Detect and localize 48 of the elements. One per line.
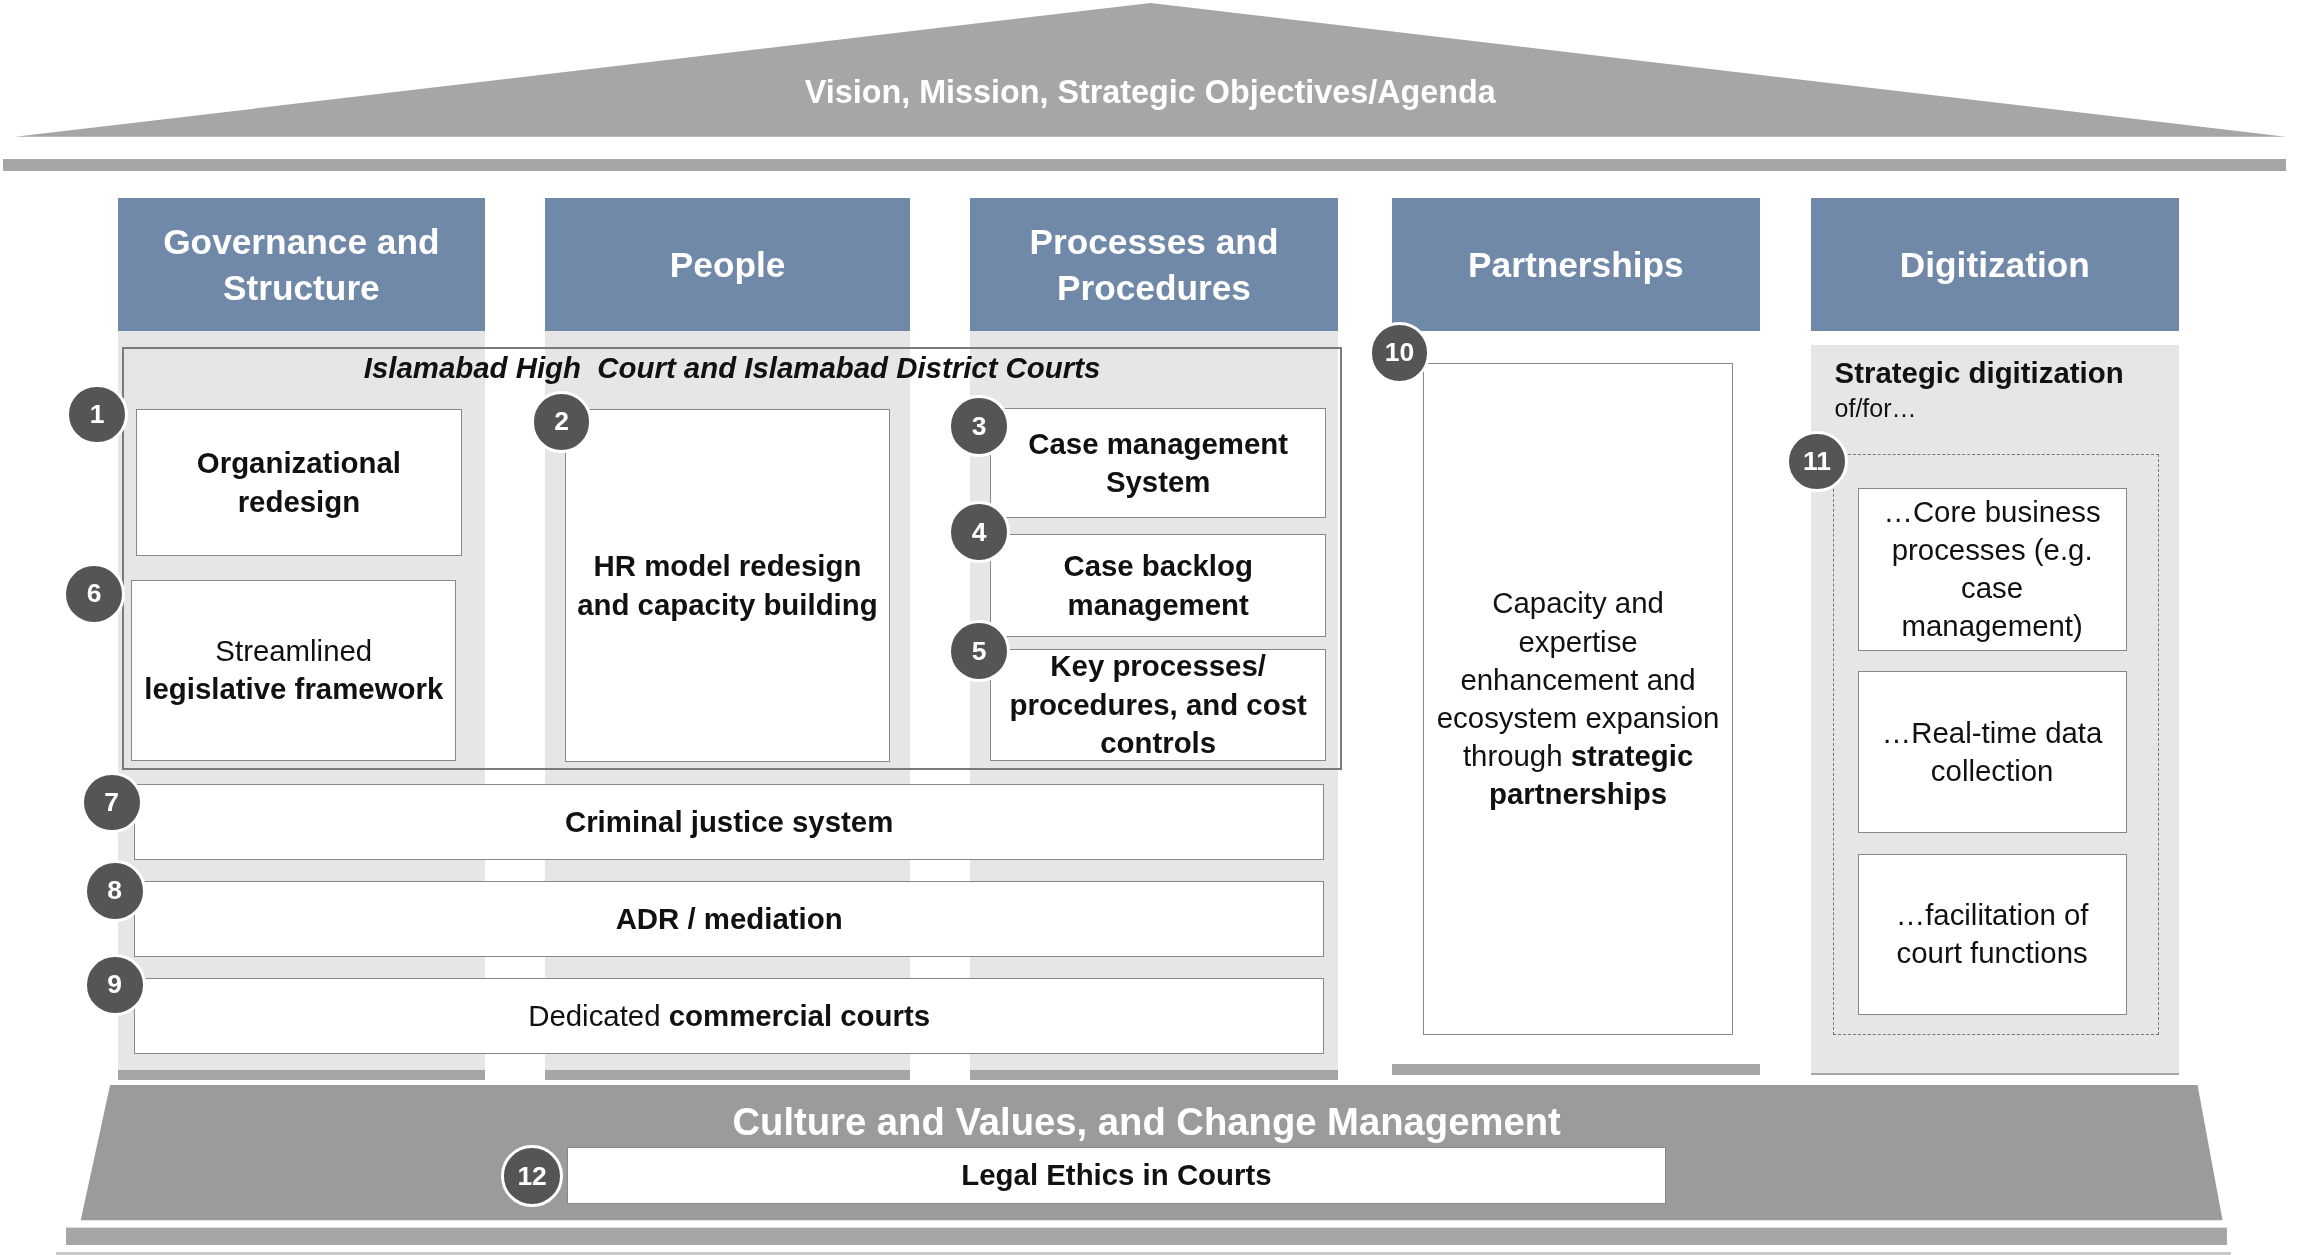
content-box — [1857, 671, 2127, 833]
box-label: Organizational redesign — [195, 445, 402, 520]
content-box — [1857, 487, 2127, 651]
box-label: Case backlog management — [1062, 548, 1254, 623]
callout-number: 6 — [63, 563, 125, 625]
court-group-frame — [122, 346, 1343, 771]
box-label: …facilitation of court functions — [1894, 897, 2090, 972]
content-box — [133, 977, 1325, 1054]
content-box — [135, 409, 463, 557]
content-box — [989, 407, 1327, 518]
callout-number: 3 — [948, 395, 1010, 458]
box-label: Criminal justice system — [564, 803, 894, 840]
content-box — [1423, 363, 1734, 1035]
foundation-title: Culture and Values, and Change Management — [732, 1098, 1561, 1145]
box-label: Legal Ethics in Courts — [961, 1157, 1272, 1194]
content-box — [133, 880, 1325, 957]
pillar-header — [1811, 198, 2179, 331]
content-box — [567, 1146, 1666, 1204]
panel-subheading: of/for… — [1834, 393, 1917, 425]
pillar-header — [545, 198, 910, 331]
pillar-header — [1392, 198, 1760, 331]
box-label: …Real-time data collection — [1880, 714, 2104, 790]
box-label: Dedicated commercial courts — [528, 997, 931, 1034]
content-box — [131, 579, 457, 761]
box-label: Capacity and expertise enhancement and ecosystem expansion through strategic partnerships — [1435, 585, 1721, 813]
content-box — [133, 783, 1325, 860]
dashed-group-box — [1833, 454, 2160, 1035]
box-label: ADR / mediation — [615, 900, 843, 937]
roof-title: Vision, Mission, Strategic Objectives/Agenda — [804, 72, 1496, 112]
pillar-header — [117, 198, 486, 331]
pillar-title: Processes and Procedures — [1028, 220, 1280, 309]
box-label: Case management System — [1027, 425, 1289, 500]
callout-number: 11 — [1786, 430, 1848, 493]
content-box — [1857, 853, 2127, 1016]
box-label: HR model redesign and capacity building — [576, 548, 879, 623]
box-label: Streamlined legislative framework — [143, 632, 445, 708]
panel-heading: Strategic digitization — [1834, 355, 2124, 392]
pillar-title: Partnerships — [1468, 243, 1684, 286]
pillar-title: Governance and Structure — [162, 220, 441, 309]
callout-number: 4 — [948, 501, 1010, 563]
group-title: Islamabad High Court and Islamabad District Courts — [363, 349, 1101, 386]
box-label: …Core business processes (e.g. case management) — [1882, 493, 2102, 645]
box-label: Key processes/ procedures, and cost controls — [1008, 648, 1308, 761]
pillar-header — [970, 198, 1338, 331]
content-box — [989, 534, 1327, 638]
pillar-title: Digitization — [1899, 243, 2090, 286]
pillar-title: People — [669, 243, 786, 286]
callout-number: 5 — [948, 620, 1010, 683]
